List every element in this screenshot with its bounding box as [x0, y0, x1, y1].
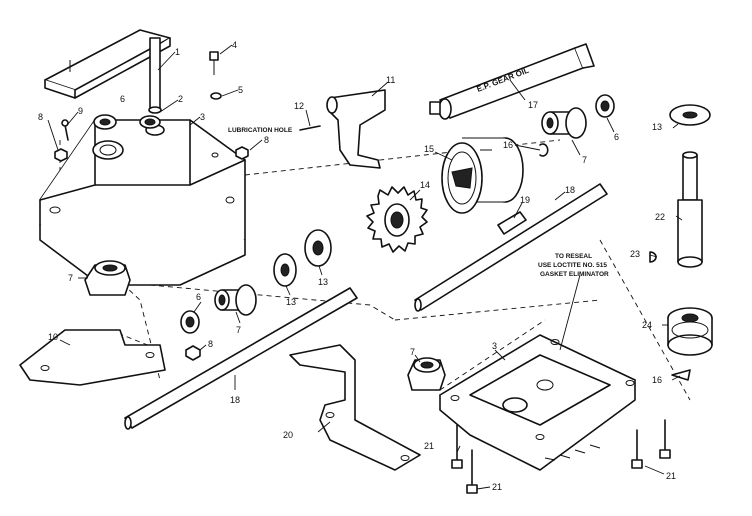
part-18-shaft-right: [414, 183, 608, 312]
label-6-upper: 6: [614, 132, 619, 142]
label-4: 4: [232, 40, 237, 50]
part-17-gear-oil-tube: [429, 43, 595, 120]
label-13-b: 13: [318, 277, 328, 287]
part-16-clip-right: [671, 369, 691, 381]
part-4-screw: [209, 51, 219, 75]
label-18-right: 18: [565, 185, 575, 195]
label-11: 11: [386, 75, 395, 85]
part-23-key: [649, 251, 657, 263]
label-13-a: 13: [286, 297, 296, 307]
reseal-note-line3: GASKET ELIMINATOR: [540, 271, 609, 278]
label-14: 14: [420, 180, 430, 190]
label-7-upper: 7: [582, 155, 587, 165]
part-18-shaft-left: [124, 287, 358, 430]
part-7-bushing-mid: [214, 284, 257, 316]
part-7-bushing-lower: [407, 357, 446, 391]
label-9: 9: [78, 106, 83, 116]
part-6-bushing-top: [93, 114, 117, 130]
part-13-washer-right: [669, 104, 711, 126]
label-8-bottom: 8: [208, 339, 213, 349]
label-7-left: 7: [68, 273, 73, 283]
part-2-seal: [139, 115, 161, 129]
label-6-top: 6: [120, 94, 125, 104]
label-20: 20: [283, 430, 293, 440]
label-17: 17: [528, 100, 538, 110]
label-21-left: 21: [424, 441, 434, 451]
label-15: 15: [424, 144, 434, 154]
part-20-bracket: [289, 344, 421, 471]
label-16-upper: 16: [503, 140, 513, 150]
label-21-right: 21: [666, 471, 676, 481]
label-3-lower: 3: [492, 341, 497, 351]
label-10: 10: [48, 332, 58, 342]
part-8-nut-left: [54, 148, 68, 162]
reseal-note-line2: USE LOCTITE NO. 515: [538, 262, 607, 269]
label-18-left: 18: [230, 395, 240, 405]
part-7-bushing-upper: [541, 107, 587, 139]
part-10-plate: [19, 329, 166, 386]
part-7-bushing-left: [84, 260, 131, 296]
label-6-mid: 6: [196, 292, 201, 302]
part-22-output-shaft: [677, 151, 703, 268]
label-5: 5: [238, 85, 243, 95]
part-13-washer-a: [273, 253, 297, 287]
part-12-pin: [299, 125, 321, 131]
part-11-shift-fork: [326, 89, 386, 169]
part-8-nut-top: [235, 146, 249, 160]
label-16-right: 16: [652, 375, 662, 385]
label-3-upper: 3: [200, 112, 205, 122]
label-7-lower: 7: [410, 347, 415, 357]
part-15-pulley: [441, 137, 524, 214]
part-14-spur-gear: [366, 186, 428, 253]
label-23: 23: [630, 249, 640, 259]
part-21-bolts: [451, 419, 671, 494]
label-7-mid: 7: [236, 325, 241, 335]
label-24: 24: [642, 320, 652, 330]
label-21-mid: 21: [492, 482, 502, 492]
label-22: 22: [655, 212, 665, 222]
text-notes: LUBRICATION HOLE E.P. GEAR OIL TO RESEAL…: [228, 66, 609, 278]
reseal-note-line1: TO RESEAL: [555, 253, 592, 260]
lubrication-hole-note: LUBRICATION HOLE: [228, 127, 293, 134]
part-8-nut-bottom: [185, 345, 201, 361]
part-3-lower-housing: [439, 334, 636, 471]
label-19: 19: [520, 195, 530, 205]
part-19-key: [497, 211, 527, 235]
part-9-pin: [61, 119, 69, 141]
part-6-washer-upper: [595, 94, 615, 118]
part-3-upper-housing: [39, 119, 246, 286]
part-24-pulley: [667, 307, 713, 356]
part-5-washer: [210, 92, 222, 100]
part-16-clip-upper: [539, 143, 549, 157]
label-8-left: 8: [38, 112, 43, 122]
label-8-top: 8: [264, 135, 269, 145]
part-6-washer-mid: [180, 310, 200, 334]
label-12: 12: [294, 101, 304, 111]
part-13-washer-b: [304, 229, 332, 267]
part-1-bracket: [44, 29, 171, 114]
label-1: 1: [175, 47, 180, 57]
part-number-labels: 1 2 3 4 5 6 6 6 7 7 7 7 8 8 8 9 10 11 12…: [38, 40, 676, 492]
label-13-right: 13: [652, 122, 662, 132]
label-2: 2: [178, 94, 183, 104]
leader-lines: [47, 44, 683, 490]
